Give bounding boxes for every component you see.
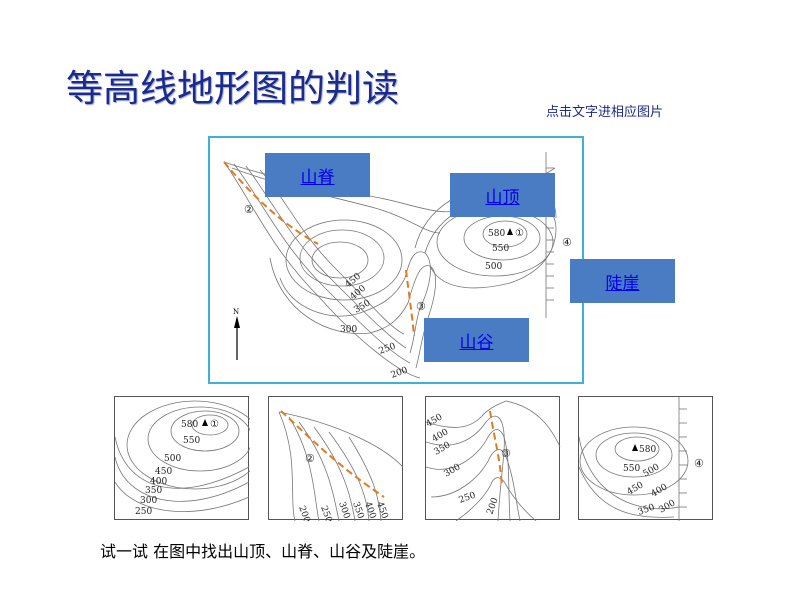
cliff-button[interactable]: 陡崖 <box>570 259 675 303</box>
ridge-thumbnail[interactable]: ② 200 250 300 350 400 450 <box>268 396 404 521</box>
svg-text:②: ② <box>244 203 254 216</box>
svg-text:300: 300 <box>658 498 678 515</box>
svg-text:250: 250 <box>135 507 152 517</box>
summit-thumbnail[interactable]: 580 ① 550 500 450 400 350 300 250 <box>114 396 250 520</box>
svg-text:580: 580 <box>488 229 505 239</box>
svg-text:250: 250 <box>318 505 333 521</box>
ridge-thumbnail-drawing: ② 200 250 300 350 400 450 <box>278 410 404 521</box>
svg-text:450: 450 <box>374 501 389 521</box>
svg-text:①: ① <box>515 228 524 239</box>
svg-text:550: 550 <box>492 244 509 254</box>
summit-thumbnail-drawing: 580 ① 550 500 450 400 350 300 250 <box>115 400 250 517</box>
svg-text:580: 580 <box>181 420 198 430</box>
svg-text:350: 350 <box>145 486 162 496</box>
peak-triangle-icon <box>202 419 208 426</box>
svg-text:550: 550 <box>623 464 640 474</box>
svg-text:500: 500 <box>164 454 181 464</box>
svg-text:250: 250 <box>378 341 398 356</box>
svg-text:400: 400 <box>150 477 167 487</box>
contour-map-drawing: N 580 ① 550 500 450 400 350 300 250 200 … <box>223 152 572 381</box>
valley-thumbnail-drawing: 450 400 350 300 250 200 ③ <box>426 400 561 521</box>
svg-text:500: 500 <box>642 462 662 479</box>
valley-thumbnail[interactable]: 450 400 350 300 250 200 ③ <box>425 396 561 521</box>
peak-triangle-icon <box>632 444 638 451</box>
svg-text:200: 200 <box>390 365 410 380</box>
svg-text:④: ④ <box>562 236 572 249</box>
svg-text:③: ③ <box>416 300 426 313</box>
cliff-thumbnail[interactable]: 580 550 500 450 400 350 300 ④ <box>578 396 713 521</box>
peak-triangle-icon <box>507 228 513 235</box>
svg-text:450: 450 <box>426 412 445 429</box>
svg-text:④: ④ <box>694 457 704 470</box>
svg-text:250: 250 <box>458 490 478 505</box>
svg-text:N: N <box>233 308 239 316</box>
summit-button[interactable]: 山顶 <box>450 173 555 217</box>
task-instruction: 试一试 在图中找出山顶、山脊、山谷及陡崖。 <box>100 542 426 561</box>
svg-text:200: 200 <box>296 505 311 521</box>
slide-title: 等高线地形图的判读 <box>66 67 399 110</box>
svg-text:①: ① <box>210 419 219 430</box>
svg-text:550: 550 <box>183 436 200 446</box>
hint-text: 点击文字进相应图片 <box>546 105 664 120</box>
svg-text:350: 350 <box>637 502 657 517</box>
svg-text:②: ② <box>305 452 315 465</box>
ridge-button[interactable]: 山脊 <box>265 153 370 197</box>
svg-text:500: 500 <box>485 262 502 272</box>
svg-text:300: 300 <box>140 496 157 506</box>
cliff-thumbnail-drawing: 580 550 500 450 400 350 300 ④ <box>579 397 704 521</box>
svg-text:③: ③ <box>501 447 511 460</box>
svg-text:300: 300 <box>340 325 357 335</box>
svg-text:450: 450 <box>155 467 172 477</box>
valley-button[interactable]: 山谷 <box>424 318 529 362</box>
svg-text:400: 400 <box>650 482 670 499</box>
svg-text:580: 580 <box>639 445 656 455</box>
north-arrow-icon: N <box>233 308 240 360</box>
